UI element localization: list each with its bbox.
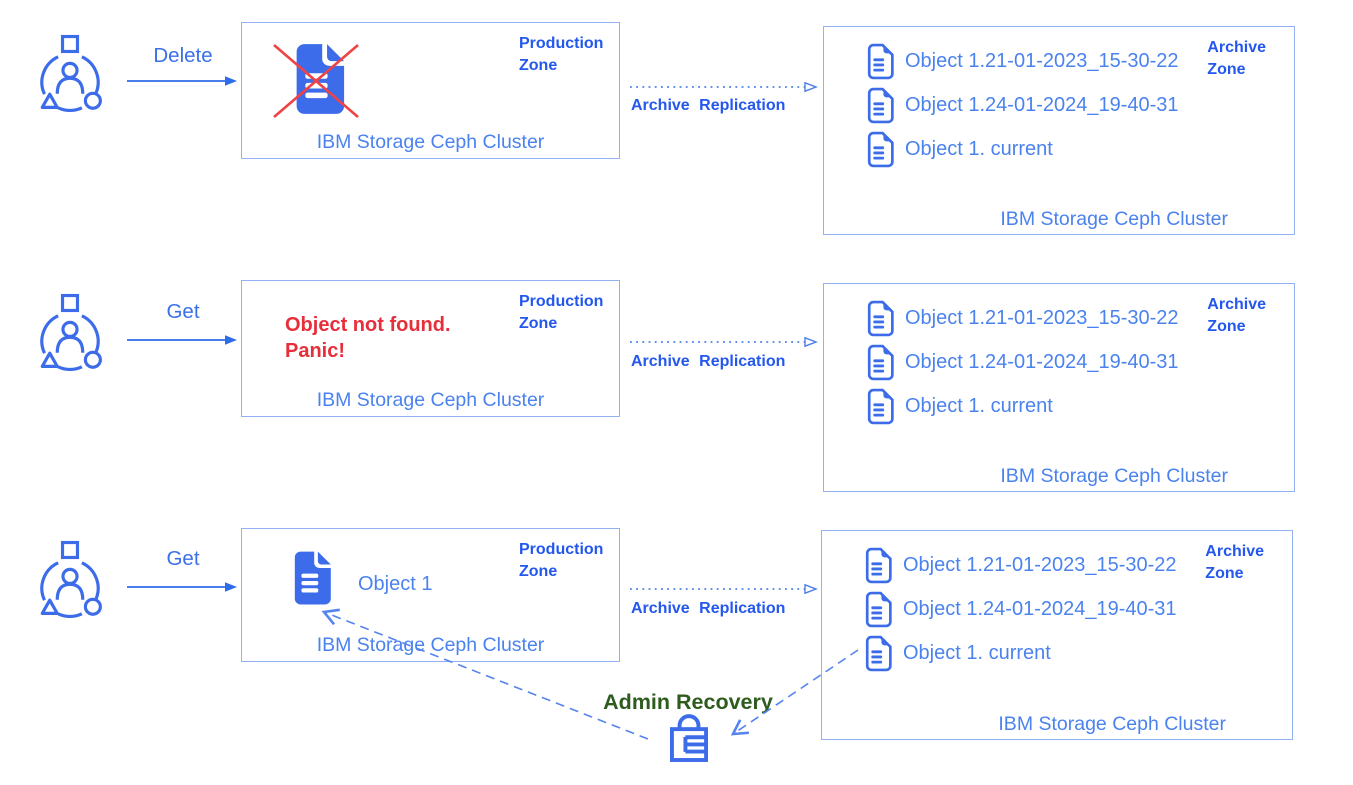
object-row: Object 1. current [861, 633, 1051, 673]
archive-zone-box: Archive Zone Object 1.21-01-2023_15-30-2… [823, 26, 1295, 235]
document-outline-icon [865, 591, 892, 627]
cluster-label: IBM Storage Ceph Cluster [1000, 208, 1228, 230]
object-label: Object 1.21-01-2023_15-30-22 [903, 553, 1177, 576]
object-label: Object 1.24-01-2024_19-40-31 [903, 597, 1177, 620]
object-row: Object 1.24-01-2024_19-40-31 [863, 342, 1179, 382]
production-zone-box: Production Zone Object 1 IBM Storage Cep… [241, 528, 620, 662]
document-outline-icon [867, 388, 894, 424]
archive-zone-box: Archive Zone Object 1.21-01-2023_15-30-2… [823, 283, 1295, 492]
object-label: Object 1.24-01-2024_19-40-31 [905, 350, 1179, 373]
replication-arrow [628, 582, 820, 596]
action-label: Get [166, 300, 200, 323]
document-outline-icon [867, 344, 894, 380]
user-icon [25, 292, 115, 380]
object-label: Object 1. current [905, 394, 1053, 417]
zone-label: Archive Zone [1207, 296, 1266, 336]
document-outline-icon [867, 43, 894, 79]
request-arrow [126, 332, 238, 348]
replication-label: Archive Replication [631, 97, 786, 114]
request-arrow [126, 73, 238, 89]
replication-label: Archive Replication [631, 353, 786, 370]
user-icon [25, 33, 115, 121]
production-zone-box: Production Zone Object not found. Panic!… [241, 280, 620, 417]
object-row: Object 1.21-01-2023_15-30-22 [863, 298, 1179, 338]
object-row: Object 1.21-01-2023_15-30-22 [863, 41, 1179, 81]
request-arrow [126, 579, 238, 595]
document-outline-icon [867, 87, 894, 123]
cluster-label: IBM Storage Ceph Cluster [998, 713, 1226, 735]
archive-zone-box: Archive Zone Object 1.21-01-2023_15-30-2… [821, 530, 1293, 740]
action-label: Get [166, 547, 200, 570]
zone-label: Archive Zone [1205, 543, 1264, 583]
object-label: Object 1.24-01-2024_19-40-31 [905, 93, 1179, 116]
cluster-label: IBM Storage Ceph Cluster [1000, 465, 1228, 487]
user-icon [25, 539, 115, 627]
replication-label: Archive Replication [631, 600, 786, 617]
document-outline-icon [867, 131, 894, 167]
object-label: Object 1.21-01-2023_15-30-22 [905, 49, 1179, 72]
deleted-document-icon [268, 31, 364, 127]
replication-arrow [628, 80, 820, 94]
object-label: Object 1. current [905, 137, 1053, 160]
lock-document-icon [663, 708, 715, 773]
object-row: Object 1.24-01-2024_19-40-31 [863, 85, 1179, 125]
cluster-label: IBM Storage Ceph Cluster [316, 131, 545, 153]
object-row: Object 1. current [863, 386, 1053, 426]
object-label: Object 1 [358, 573, 433, 595]
object-label: Object 1.21-01-2023_15-30-22 [905, 306, 1179, 329]
document-icon [286, 550, 333, 606]
zone-label: Production Zone [519, 293, 604, 333]
cluster-label: IBM Storage Ceph Cluster [316, 389, 545, 411]
object-label: Object 1. current [903, 641, 1051, 664]
production-zone-box: Production Zone IBM Storage Ceph Cluster [241, 22, 620, 159]
red-x-icon [273, 44, 359, 118]
object-row: Object 1.24-01-2024_19-40-31 [861, 589, 1177, 629]
document-outline-icon [867, 300, 894, 336]
replication-arrow [628, 335, 820, 349]
error-message: Object not found. Panic! [285, 314, 451, 363]
cluster-label: IBM Storage Ceph Cluster [316, 634, 545, 656]
document-outline-icon [865, 635, 892, 671]
object-row: Object 1. current [863, 129, 1053, 169]
zone-label: Production Zone [519, 35, 604, 75]
zone-label: Production Zone [519, 541, 604, 581]
document-outline-icon [865, 547, 892, 583]
object-row: Object 1.21-01-2023_15-30-22 [861, 545, 1177, 585]
action-label: Delete [153, 44, 213, 67]
zone-label: Archive Zone [1207, 39, 1266, 79]
